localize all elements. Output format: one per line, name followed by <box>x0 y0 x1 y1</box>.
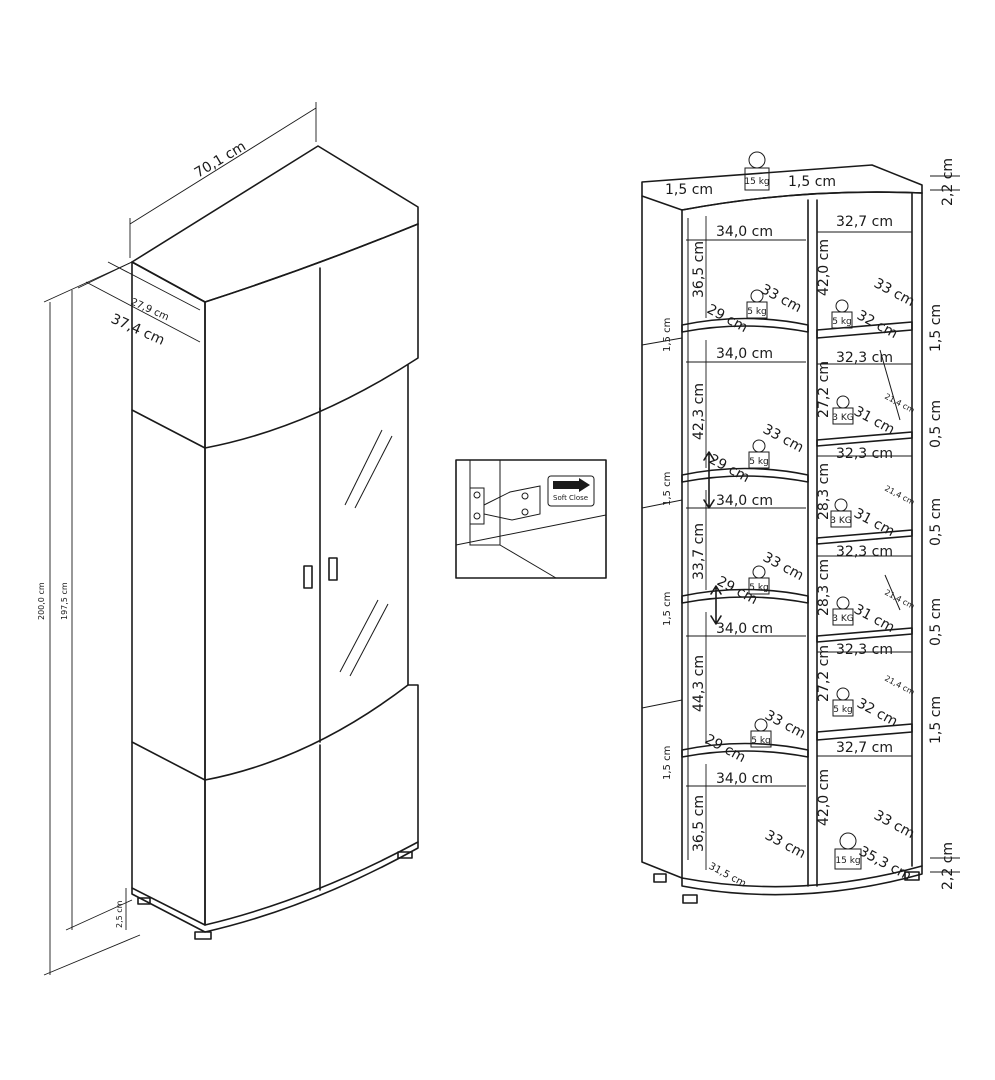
top-thickness-mid: 1,5 cm <box>788 174 836 190</box>
weight-icon: 5 kg <box>748 439 770 469</box>
svg-text:27,2 cm: 27,2 cm <box>816 645 832 702</box>
top-thickness-left: 1,5 cm <box>665 182 713 198</box>
svg-text:3 KG: 3 KG <box>832 614 853 624</box>
svg-text:32,3 cm: 32,3 cm <box>836 642 893 658</box>
svg-text:3 KG: 3 KG <box>832 413 853 423</box>
soft-close-badge <box>547 475 595 507</box>
svg-text:28,3 cm: 28,3 cm <box>816 559 832 616</box>
svg-text:32 cm: 32 cm <box>854 307 900 342</box>
svg-text:2,2 cm: 2,2 cm <box>940 158 956 206</box>
svg-text:34,0 cm: 34,0 cm <box>716 346 773 362</box>
svg-text:42,0 cm: 42,0 cm <box>816 239 832 296</box>
open-cabinet-view: 15 kg 5 kg 5 kg 5 kg 5 kg 5 kg <box>641 151 960 904</box>
svg-text:15 kg: 15 kg <box>744 177 769 187</box>
svg-text:28,3 cm: 28,3 cm <box>816 463 832 520</box>
svg-text:1,5 cm: 1,5 cm <box>662 592 673 626</box>
svg-text:33 cm: 33 cm <box>871 807 917 842</box>
svg-text:29 cm: 29 cm <box>704 301 750 336</box>
foot-height-label: 2,5 cm <box>115 900 124 928</box>
adjust-arrow-icon <box>703 451 715 509</box>
svg-text:5 kg: 5 kg <box>747 307 767 317</box>
svg-text:29 cm: 29 cm <box>706 451 752 486</box>
svg-text:32,3 cm: 32,3 cm <box>836 446 893 462</box>
middle-front <box>204 364 409 781</box>
weight-icon: 5 kg <box>748 565 770 595</box>
adjust-arrow-icon <box>710 585 722 625</box>
svg-text:2,2 cm: 2,2 cm <box>940 842 956 890</box>
plinth <box>131 841 419 933</box>
right-door-handle <box>328 557 338 581</box>
foot <box>194 931 212 940</box>
weight-icon: 3 KG <box>830 498 852 528</box>
weight-icon: 15 kg <box>834 832 862 870</box>
weight-icon: 15 kg <box>744 151 770 191</box>
left-door-handle <box>303 565 313 589</box>
svg-text:36,5 cm: 36,5 cm <box>691 795 707 852</box>
closed-cabinet-view: 70,1 cm 27,9 cm 37,4 cm 200,0 cm 197,5 c… <box>37 102 419 976</box>
svg-text:33 cm: 33 cm <box>871 275 917 310</box>
right-shelves <box>816 321 913 741</box>
svg-text:5 kg: 5 kg <box>751 736 771 746</box>
svg-text:5 kg: 5 kg <box>833 705 853 715</box>
inset-frame <box>455 459 607 579</box>
svg-text:1,5 cm: 1,5 cm <box>662 746 673 780</box>
upper-front <box>204 223 419 449</box>
total-height-label: 200,0 cm <box>37 582 46 620</box>
svg-text:1,5 cm: 1,5 cm <box>662 318 673 352</box>
svg-text:32,3 cm: 32,3 cm <box>836 350 893 366</box>
svg-text:32,3 cm: 32,3 cm <box>836 544 893 560</box>
svg-text:32,7 cm: 32,7 cm <box>836 740 893 756</box>
svg-text:33 cm: 33 cm <box>760 421 806 456</box>
svg-text:15 kg: 15 kg <box>835 856 860 866</box>
svg-text:34,0 cm: 34,0 cm <box>716 493 773 509</box>
bottom-board <box>681 865 923 896</box>
left-dimensions: 34,0 cm 34,0 cm 34,0 cm 34,0 cm 34,0 cm … <box>662 216 808 890</box>
svg-text:33 cm: 33 cm <box>760 549 806 584</box>
svg-text:33 cm: 33 cm <box>762 827 808 862</box>
svg-text:34,0 cm: 34,0 cm <box>716 771 773 787</box>
width-label: 70,1 cm <box>192 138 249 181</box>
svg-text:5 kg: 5 kg <box>832 317 852 327</box>
weight-icon: 5 kg <box>746 289 768 319</box>
weight-icons: 15 kg 5 kg 5 kg 5 kg 5 kg 5 kg <box>744 151 862 870</box>
svg-text:32,7 cm: 32,7 cm <box>836 214 893 230</box>
svg-text:42,0 cm: 42,0 cm <box>816 769 832 826</box>
body-height-label: 197,5 cm <box>60 582 69 620</box>
svg-text:36,5 cm: 36,5 cm <box>691 241 707 298</box>
weight-icon: 3 KG <box>832 596 854 626</box>
weight-icon: 5 kg <box>832 687 854 717</box>
svg-text:42,3 cm: 42,3 cm <box>691 383 707 440</box>
svg-text:5 kg: 5 kg <box>749 583 769 593</box>
svg-text:27,2 cm: 27,2 cm <box>816 361 832 418</box>
svg-text:34,0 cm: 34,0 cm <box>716 224 773 240</box>
svg-text:29 cm: 29 cm <box>714 573 760 608</box>
middle-side-panel <box>131 409 206 781</box>
weight-icon: 5 kg <box>831 299 853 329</box>
svg-text:44,3 cm: 44,3 cm <box>691 655 707 712</box>
hinge-arm <box>483 485 541 521</box>
svg-text:1,5 cm: 1,5 cm <box>928 304 944 352</box>
svg-text:1,5 cm: 1,5 cm <box>928 696 944 744</box>
svg-text:1,5 cm: 1,5 cm <box>662 472 673 506</box>
soft-close-label: Soft Close <box>553 494 588 502</box>
weight-icon: 5 kg <box>750 718 772 748</box>
svg-text:31,5 cm: 31,5 cm <box>707 861 748 890</box>
lower-front <box>204 684 419 926</box>
svg-text:33,7 cm: 33,7 cm <box>691 523 707 580</box>
svg-text:3 KG: 3 KG <box>830 516 851 526</box>
svg-text:31 cm: 31 cm <box>851 403 897 438</box>
svg-text:32 cm: 32 cm <box>854 695 900 730</box>
svg-text:29 cm: 29 cm <box>702 731 748 766</box>
svg-text:5 kg: 5 kg <box>749 457 769 467</box>
svg-text:34,0 cm: 34,0 cm <box>716 621 773 637</box>
weight-icon: 3 KG <box>832 395 854 425</box>
svg-text:0,5 cm: 0,5 cm <box>928 400 944 448</box>
svg-text:0,5 cm: 0,5 cm <box>928 498 944 546</box>
hinge-inset: Soft Close <box>455 459 607 579</box>
left-shelves <box>641 317 809 758</box>
svg-text:0,5 cm: 0,5 cm <box>928 598 944 646</box>
